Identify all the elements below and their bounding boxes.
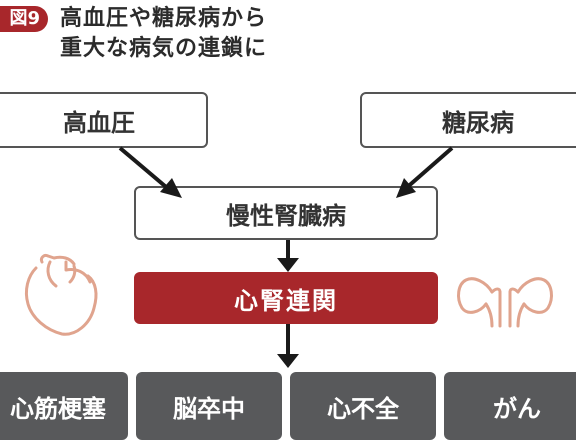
arrow-hbp-to-ckd bbox=[118, 146, 174, 194]
figure-badge: 図9 bbox=[0, 6, 48, 32]
outcome-box-stroke: 脳卒中 bbox=[136, 372, 282, 440]
cardiorenal-box: 心腎連関 bbox=[134, 272, 438, 324]
heart-icon bbox=[24, 254, 98, 336]
outcome-box-cancer: がん bbox=[444, 372, 576, 440]
arrowhead-cardiorenal bbox=[277, 354, 299, 368]
outcome-box-heart-failure: 心不全 bbox=[290, 372, 436, 440]
arrow-dm-to-ckd bbox=[402, 146, 454, 192]
arrowhead-dm bbox=[396, 178, 416, 198]
arrowhead-ckd bbox=[277, 258, 299, 272]
title-line-1: 高血圧や糖尿病から bbox=[60, 6, 268, 31]
diabetes-box: 糖尿病 bbox=[360, 92, 576, 148]
arrowhead-hbp bbox=[160, 178, 182, 198]
kidneys-icon bbox=[457, 277, 553, 328]
outcome-box-mi: 心筋梗塞 bbox=[0, 372, 128, 440]
figure-title: 高血圧や糖尿病から 重大な病気の連鎖に bbox=[60, 4, 267, 64]
hypertension-box: 高血圧 bbox=[0, 92, 208, 148]
title-line-2: 重大な病気の連鎖に bbox=[60, 36, 268, 61]
ckd-box: 慢性腎臓病 bbox=[134, 186, 438, 240]
